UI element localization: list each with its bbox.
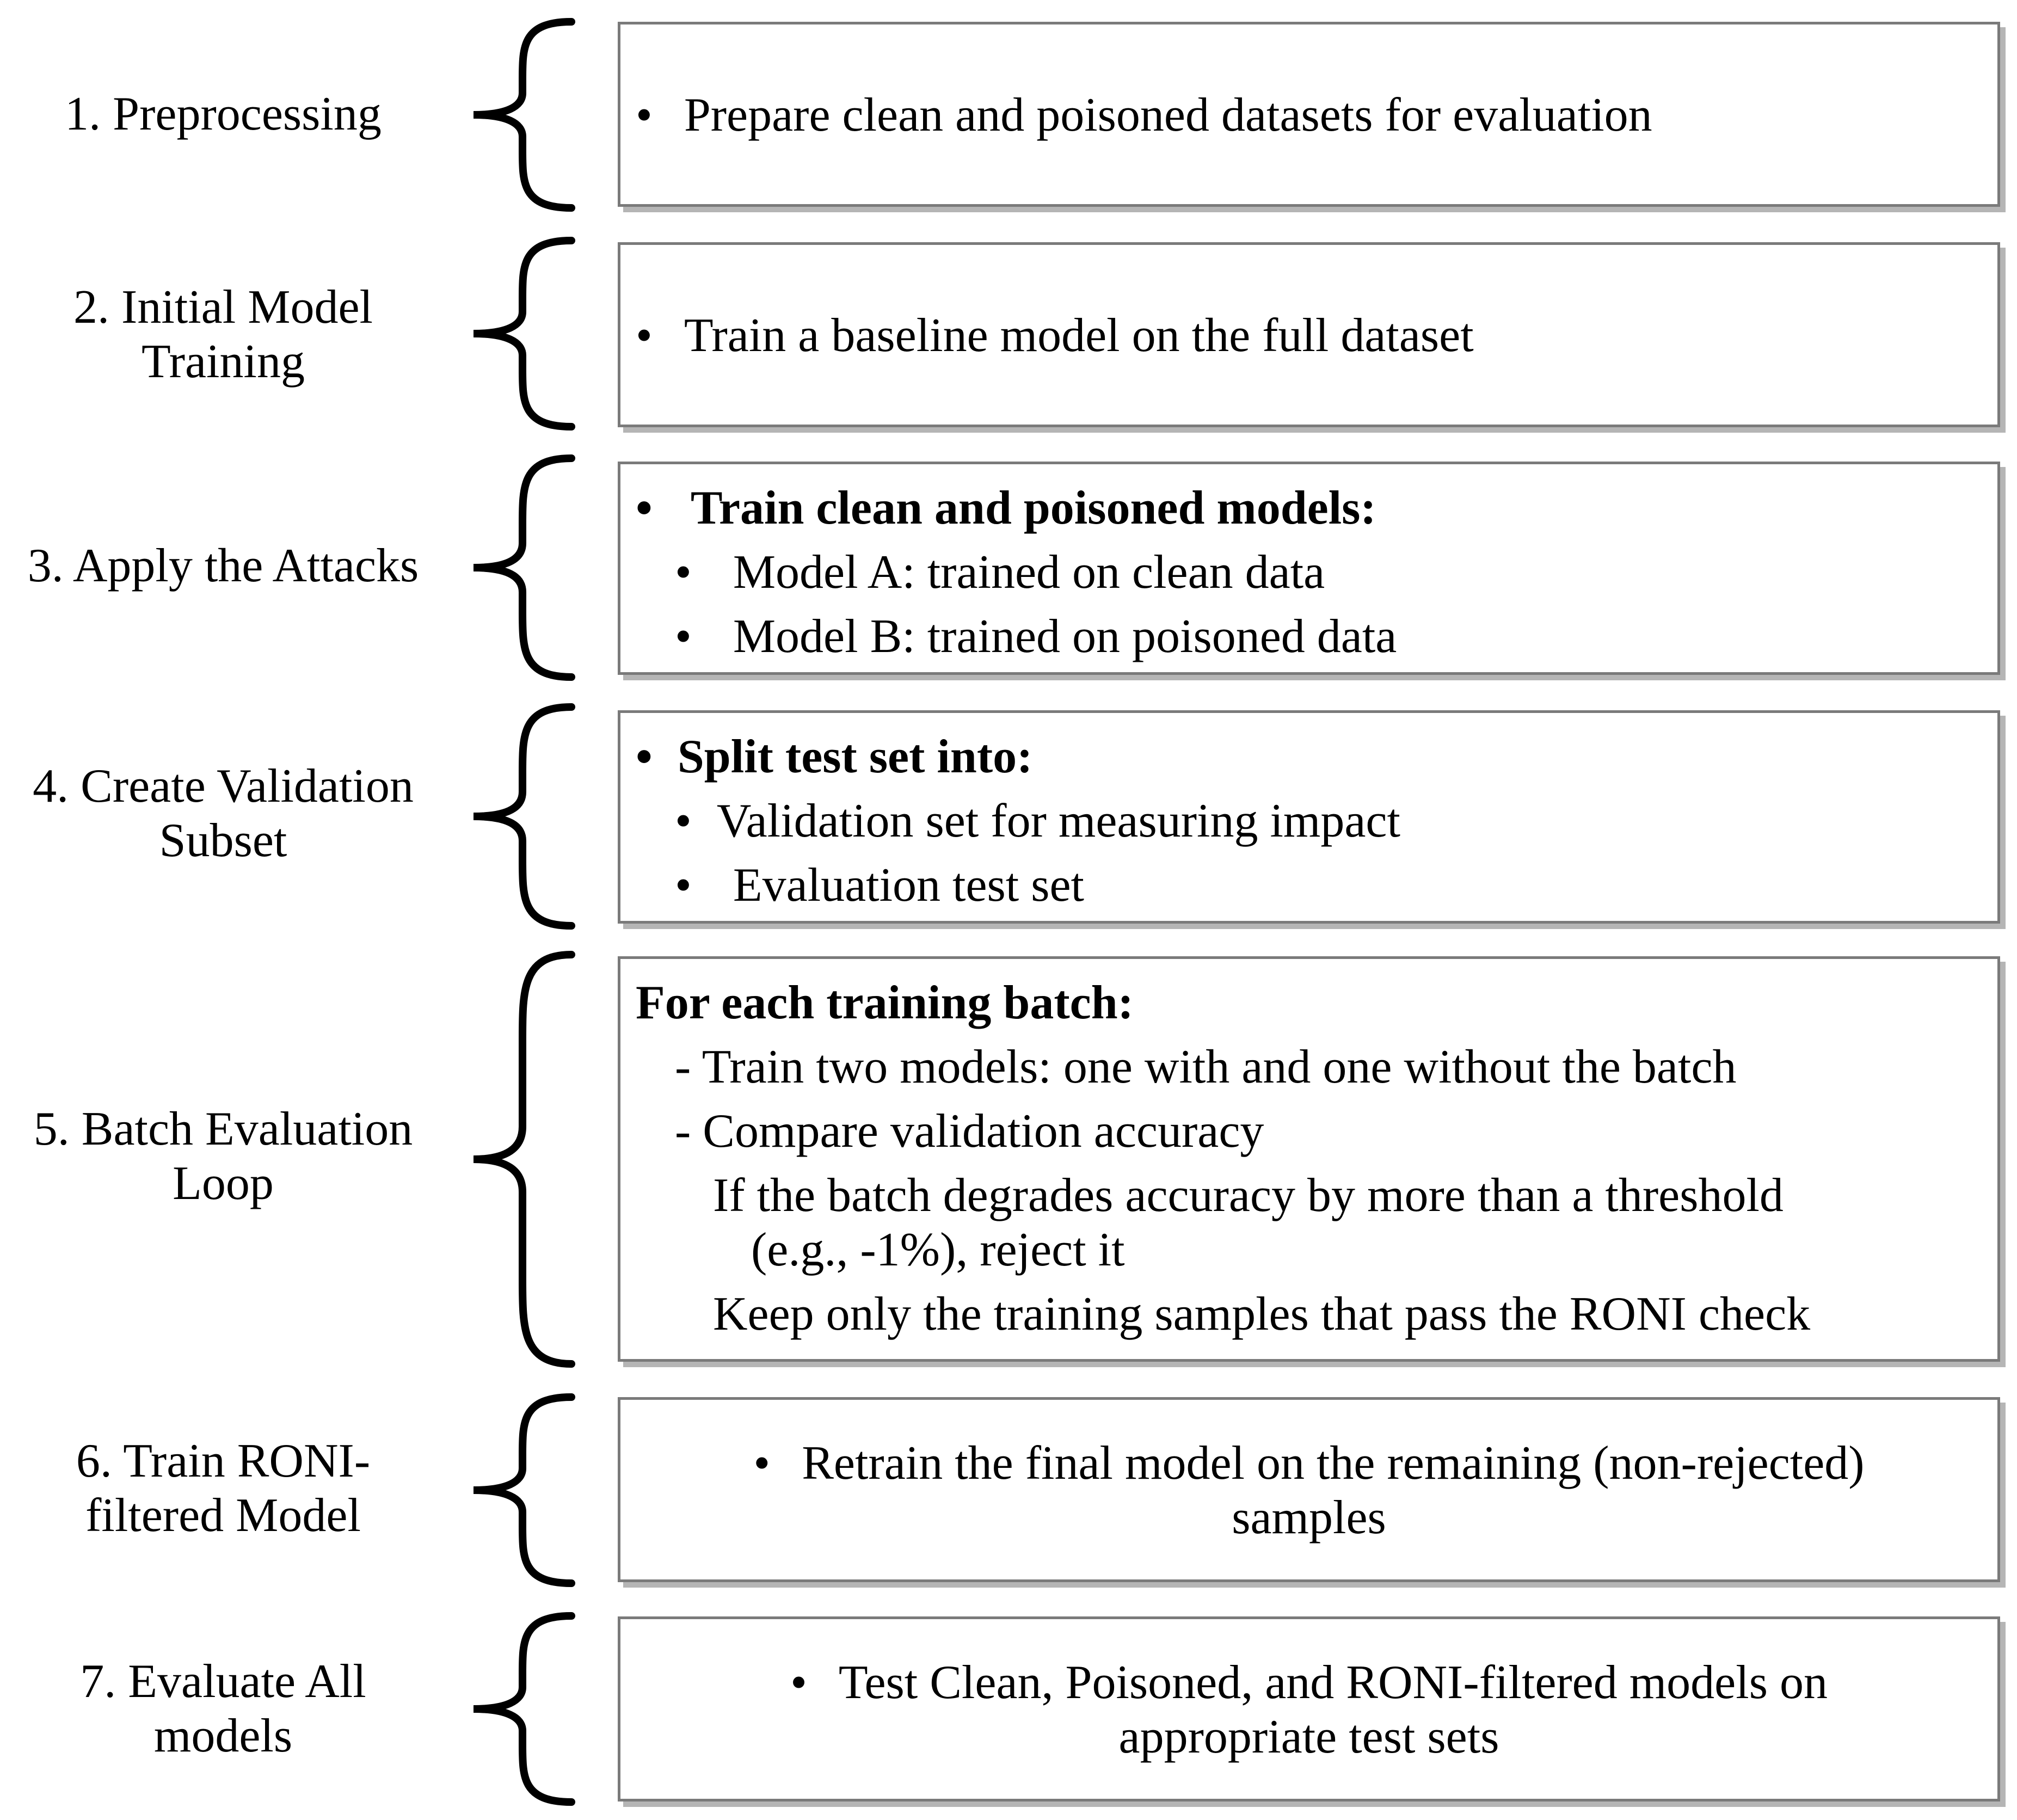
step-4-text-3: Evaluation test set xyxy=(733,859,1084,912)
step-3-bullet-3: • xyxy=(675,610,692,663)
step-4-brace-icon xyxy=(473,703,575,930)
step-1-label: 1. Preprocessing xyxy=(0,76,446,152)
step-4-label-line-1: 4. Create Validation xyxy=(33,760,414,813)
step-3-box: • Train clean and poisoned models: • Mod… xyxy=(618,462,2000,675)
step-6-label-line-2: filtered Model xyxy=(85,1489,361,1542)
step-1-label-line-1: 1. Preprocessing xyxy=(65,88,382,140)
step-4-label: 4. Create Validation Subset xyxy=(0,757,446,871)
step-4-line-1: • Split test set into: xyxy=(636,725,1032,789)
step-6-text-1: Retrain the final model on the remaining… xyxy=(802,1437,1865,1490)
step-2-label: 2. Initial Model Training xyxy=(0,278,446,392)
step-3-line-1: • Train clean and poisoned models: xyxy=(636,476,1376,540)
step-2-label-line-1: 2. Initial Model xyxy=(73,281,373,334)
step-7-label-line-2: models xyxy=(153,1710,293,1762)
step-3-text-1: Train clean and poisoned models: xyxy=(690,482,1376,534)
step-6-label: 6. Train RONI- filtered Model xyxy=(0,1431,446,1546)
step-1-text-1: Prepare clean and poisoned datasets for … xyxy=(684,89,1652,142)
step-2-brace-icon xyxy=(473,237,575,431)
step-3-label: 3. Apply the Attacks xyxy=(0,528,446,604)
step-4-line-3: • Evaluation test set xyxy=(675,853,1084,917)
step-3-line-3: • Model B: trained on poisoned data xyxy=(675,605,1397,668)
step-5-brace-icon xyxy=(473,951,575,1368)
step-4-line-2: • Validation set for measuring impact xyxy=(675,789,1400,853)
step-6-label-line-1: 6. Train RONI- xyxy=(76,1435,371,1487)
step-3-bullet-1: • xyxy=(636,482,653,534)
step-7-line-2: appropriate test sets xyxy=(1118,1711,1499,1763)
step-4-bullet-1: • xyxy=(636,730,653,783)
step-3-brace-icon xyxy=(473,454,575,681)
step-5-label-line-2: Loop xyxy=(173,1157,274,1210)
step-5-label-line-1: 5. Batch Evaluation xyxy=(33,1103,413,1155)
step-3-text-3: Model B: trained on poisoned data xyxy=(733,610,1397,663)
step-1-bullet: • xyxy=(636,89,653,142)
step-6-bullet: • xyxy=(753,1437,771,1490)
step-5-line-6: Keep only the training samples that pass… xyxy=(713,1288,1811,1341)
step-7-text-1: Test Clean, Poisoned, and RONI-filtered … xyxy=(838,1656,1828,1709)
step-7-label-line-1: 7. Evaluate All xyxy=(80,1655,366,1708)
step-5-line-5: (e.g., -1%), reject it xyxy=(751,1223,1125,1276)
step-2-label-line-2: Training xyxy=(142,335,305,388)
step-4-box: • Split test set into: • Validation set … xyxy=(618,710,2000,924)
step-3-line-2: • Model A: trained on clean data xyxy=(675,540,1325,604)
step-1-brace-icon xyxy=(473,18,575,212)
step-4-bullet-3: • xyxy=(675,859,692,912)
step-7-line-1: • Test Clean, Poisoned, and RONI-filtere… xyxy=(620,1651,1997,1714)
step-4-text-1: Split test set into: xyxy=(677,730,1033,783)
step-6-line-1: • Retrain the final model on the remaini… xyxy=(620,1431,1997,1495)
step-6-box: • Retrain the final model on the remaini… xyxy=(618,1397,2000,1582)
step-5-label: 5. Batch Evaluation Loop xyxy=(0,1099,446,1214)
step-6-brace-icon xyxy=(473,1393,575,1587)
step-6-line-2: samples xyxy=(1232,1491,1386,1544)
step-7-brace-icon xyxy=(473,1612,575,1806)
step-3-text-2: Model A: trained on clean data xyxy=(733,546,1325,599)
step-5-line-1: For each training batch: xyxy=(636,976,1134,1029)
step-5-box: For each training batch: - Train two mod… xyxy=(618,956,2000,1362)
step-7-box: • Test Clean, Poisoned, and RONI-filtere… xyxy=(618,1616,2000,1801)
step-4-bullet-2: • xyxy=(675,795,692,847)
step-4-label-line-2: Subset xyxy=(159,814,287,867)
step-7-bullet: • xyxy=(790,1656,807,1709)
step-4-text-2: Validation set for measuring impact xyxy=(716,795,1400,847)
step-2-text-1: Train a baseline model on the full datas… xyxy=(684,309,1474,362)
step-2-line-1: • Train a baseline model on the full dat… xyxy=(636,304,1474,367)
step-3-label-line-1: 3. Apply the Attacks xyxy=(27,539,419,592)
step-3-bullet-2: • xyxy=(675,546,692,599)
step-5-line-4: If the batch degrades accuracy by more t… xyxy=(713,1169,1784,1222)
step-2-bullet: • xyxy=(636,309,653,362)
step-5-line-3: - Compare validation accuracy xyxy=(675,1105,1264,1158)
step-5-line-2: - Train two models: one with and one wit… xyxy=(675,1041,1737,1093)
step-7-label: 7. Evaluate All models xyxy=(0,1652,446,1766)
step-1-line-1: • Prepare clean and poisoned datasets fo… xyxy=(636,83,1652,147)
step-1-box: • Prepare clean and poisoned datasets fo… xyxy=(618,22,2000,207)
step-2-box: • Train a baseline model on the full dat… xyxy=(618,242,2000,427)
